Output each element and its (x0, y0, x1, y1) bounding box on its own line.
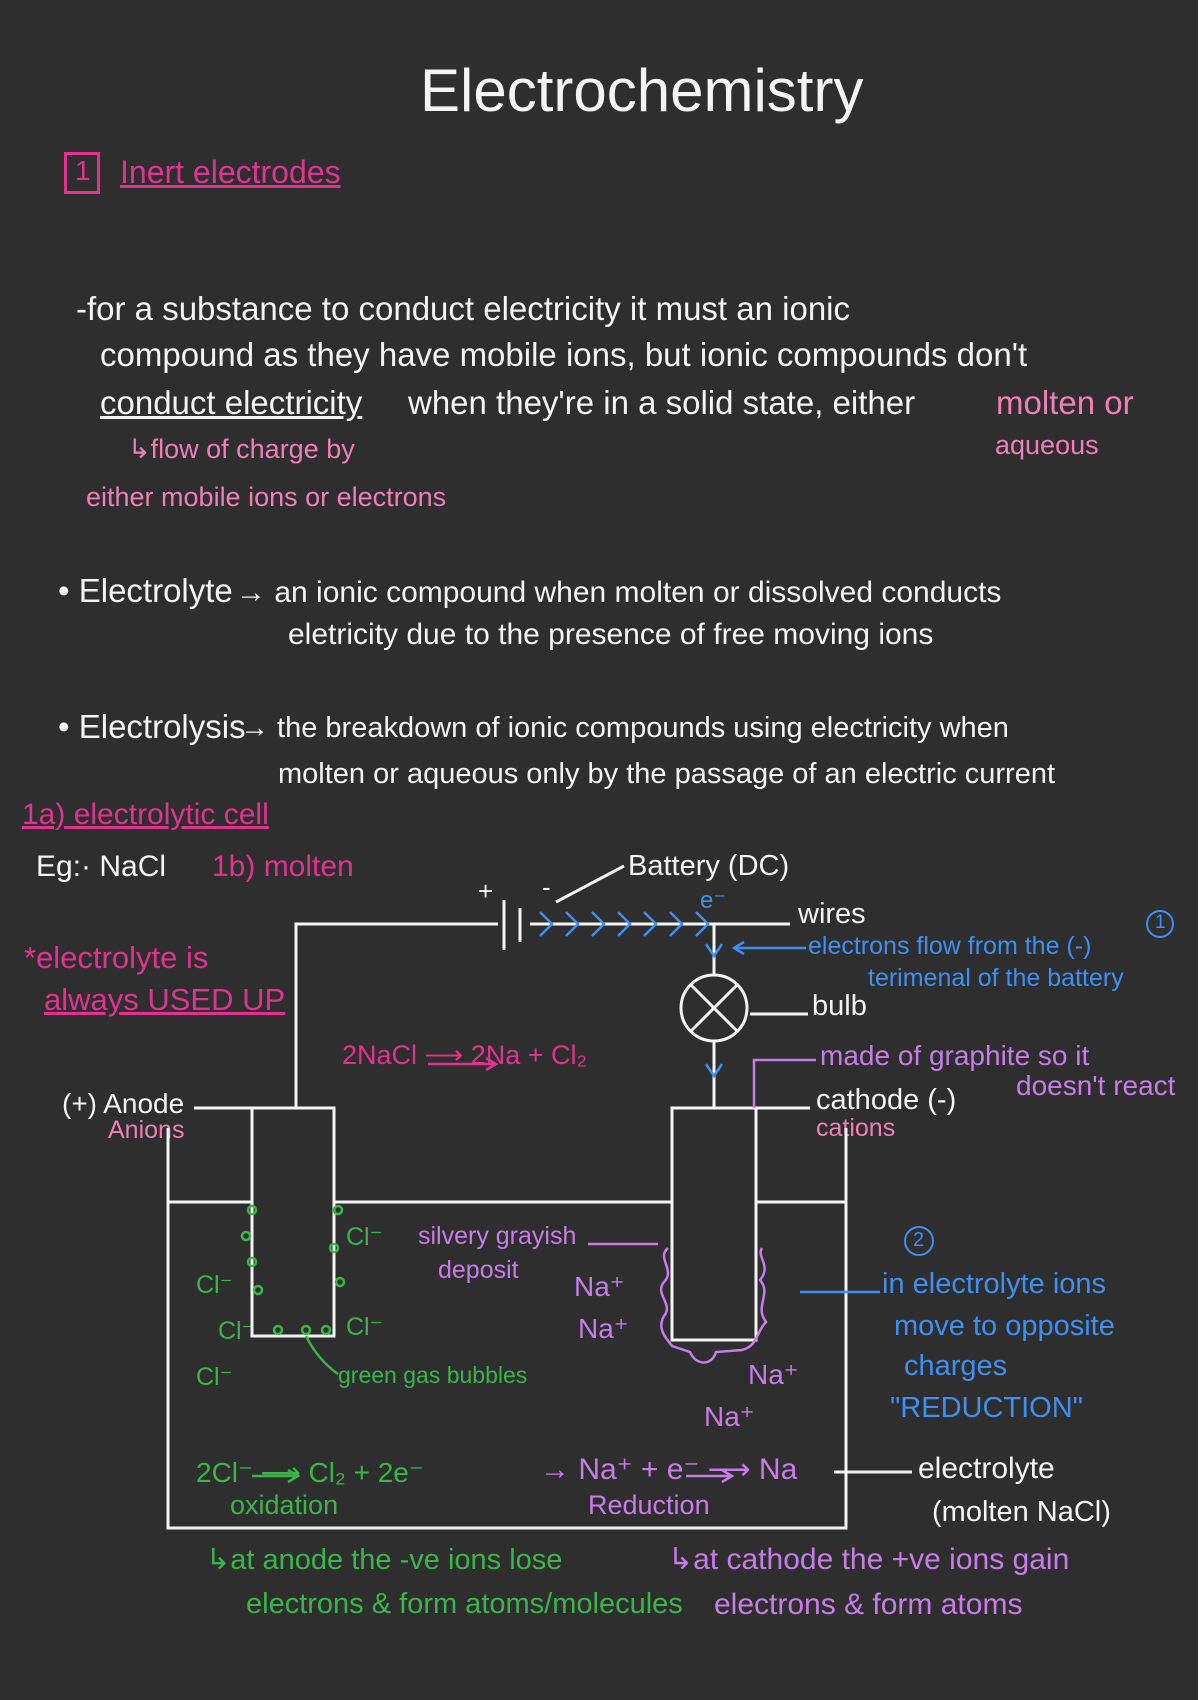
circle-number-1-text: 1 (1155, 912, 1166, 933)
gas-bubble (240, 1230, 252, 1242)
gas-bubble-pointer (304, 1335, 339, 1376)
anode-label: (+) Anode (62, 1088, 185, 1119)
electron-arrow-down-1 (704, 943, 724, 959)
gas-bubble (328, 1242, 340, 1254)
cathode-electrode (670, 1106, 758, 1342)
cl-ion: Cl⁻ (346, 1223, 383, 1251)
gas-bubble (272, 1324, 284, 1336)
label-example-nacl: Eg:· NaCl (36, 850, 167, 883)
bulb-label: bulb (812, 990, 867, 1022)
na-ion: Na⁺ (574, 1271, 625, 1302)
cl-ion: Cl⁻ (346, 1313, 383, 1341)
intro-line-3b: when they're in a solid state, either (408, 384, 916, 421)
anode-sub-label: Anions (108, 1116, 185, 1144)
cathode-note-2: electrons & form atoms (714, 1588, 1023, 1621)
circle-number-1 (1146, 910, 1174, 938)
intro-line-2: compound as they have mobile ions, but i… (100, 336, 1028, 373)
wire-anode-to-battery (294, 922, 498, 1108)
bulb-cross-b (689, 983, 739, 1033)
electron-arrows (539, 911, 710, 937)
migration-note-2: move to opposite (894, 1310, 1115, 1342)
intro-line-5: either mobile ions or electrons (86, 482, 447, 512)
electron-flow-note-1: electrons flow from the (-) (808, 932, 1092, 960)
electrolysis-term: • Electrolysis (58, 708, 246, 745)
cathode-half-equation-sub: Reduction (588, 1490, 710, 1520)
electrolyte-term: • Electrolyte (58, 572, 233, 609)
cathode-label: cathode (-) (816, 1084, 957, 1116)
graphite-note-2: doesn't react (1016, 1070, 1176, 1101)
na-ion: Na⁺ (578, 1313, 629, 1344)
graphite-note-1: made of graphite so it (820, 1040, 1090, 1071)
wires-label: wires (798, 898, 866, 930)
label-electrolytic-cell: 1a) electrolytic cell (22, 798, 269, 831)
anode-note-1: ↳at anode the -ve ions lose (206, 1544, 563, 1576)
cathode-note-1: ↳at cathode the +ve ions gain (668, 1543, 1070, 1576)
section-number: 1 (75, 155, 91, 186)
battery-minus: - (542, 872, 551, 902)
gas-bubble (332, 1204, 344, 1216)
migration-note-4: "REDUCTION" (890, 1392, 1083, 1424)
gas-bubble (320, 1324, 332, 1336)
silvery-deposit-note-2: deposit (438, 1256, 519, 1284)
electrolyte-container (166, 1128, 848, 1530)
circle-number-2-text: 2 (913, 1229, 925, 1251)
anode-electrode (250, 1106, 336, 1338)
section-number-box (64, 152, 100, 194)
overall-equation-arrow (428, 1056, 499, 1072)
anode-half-equation-sub: oxidation (230, 1490, 339, 1520)
battery-pointer (555, 864, 625, 904)
intro-line-1: -for a substance to conduct electricity … (76, 290, 851, 327)
gas-bubble (246, 1204, 258, 1216)
battery-plus: + (478, 876, 494, 906)
cl-ion: Cl⁻ (196, 1271, 233, 1299)
gas-bubble (246, 1256, 258, 1268)
intro-line-3c: molten or (996, 384, 1134, 421)
bulb-circle (679, 973, 749, 1043)
electron-flow-note-2: terimenal of the battery (868, 964, 1124, 992)
page-title: Electrochemistry (420, 57, 864, 124)
intro-line-4a: ↳flow of charge by (128, 434, 355, 464)
sodium-deposit (659, 1247, 768, 1364)
battery-label: Battery (DC) (628, 850, 790, 882)
electron-label: e⁻ (700, 887, 727, 914)
intro-line-4b: aqueous (995, 430, 1099, 460)
cathode-reaction-arrow (686, 1468, 735, 1484)
intro-line-3a: conduct electricity (100, 384, 363, 421)
gas-bubble (300, 1324, 312, 1336)
anode-reaction-arrow (252, 1468, 301, 1484)
anode-note-2: electrons & form atoms/molecules (246, 1588, 683, 1620)
electrolyte-label: electrolyte (918, 1452, 1055, 1485)
label-molten: 1b) molten (212, 850, 354, 883)
section-heading: Inert electrodes (120, 154, 341, 190)
electron-flow-pointer (731, 940, 806, 956)
green-gas-note: green gas bubbles (338, 1362, 528, 1388)
electrolysis-def-line-2: molten or aqueous only by the passage of… (278, 758, 1056, 790)
note-used-up-2: always USED UP (44, 982, 286, 1017)
gas-bubble (252, 1284, 264, 1296)
note-used-up-1: *electrolyte is (24, 940, 209, 975)
electrolyte-sub-label: (molten NaCl) (932, 1496, 1111, 1528)
cl-ion: Cl⁻ (196, 1363, 233, 1391)
silvery-deposit-note-1: silvery grayish (418, 1222, 577, 1250)
electron-arrow-down-2 (704, 1063, 724, 1079)
migration-note-3: charges (904, 1350, 1008, 1382)
electrolysis-def-line-1: → the breakdown of ionic compounds using… (240, 712, 1009, 744)
electrolyte-def-line-2: eletricity due to the presence of free m… (288, 618, 934, 651)
na-ion: Na⁺ (748, 1359, 799, 1390)
graphite-pointer (752, 1058, 816, 1108)
circle-number-2 (904, 1226, 934, 1256)
cathode-half-equation: → Na⁺ + e⁻ ⟶ Na (540, 1453, 798, 1486)
cathode-sub-label: cations (816, 1114, 896, 1142)
anode-half-equation: 2Cl⁻ ⟶ Cl₂ + 2e⁻ (196, 1457, 424, 1488)
electrolyte-def-line-1: → an ionic compound when molten or disso… (236, 576, 1002, 609)
na-ion: Na⁺ (704, 1401, 755, 1432)
gas-bubble (334, 1276, 346, 1288)
migration-note-1: in electrolyte ions (882, 1268, 1107, 1300)
cl-ion: Cl⁻ (218, 1317, 255, 1345)
